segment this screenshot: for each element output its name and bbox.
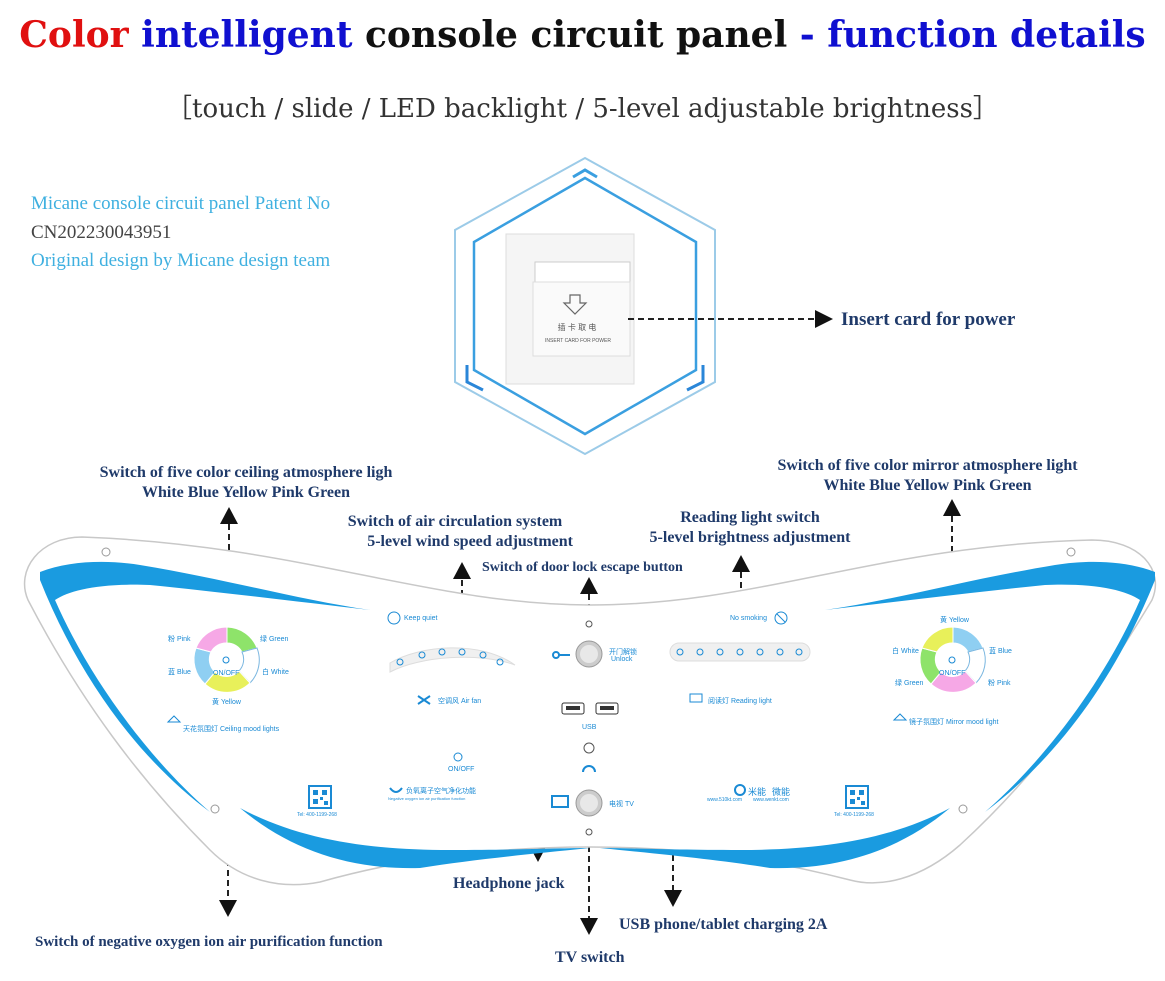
arrow-down-icon [562, 294, 588, 315]
tv-label: 电视 TV [609, 801, 634, 808]
ceiling-color-ring [193, 626, 260, 693]
mirror-onoff-label: ON/OFF [939, 670, 966, 677]
brand-name-1: 米能 [748, 787, 767, 797]
ceiling-lamp-icon [166, 715, 182, 723]
ceiling-onoff-label: ON/OFF [213, 670, 240, 677]
key-icon [552, 651, 570, 659]
door-lock-callout: Switch of door lock escape button [482, 560, 683, 575]
book-icon [689, 693, 703, 703]
mirror-lamp-icon [892, 713, 908, 721]
ceiling-blue-label: 蓝 Blue [168, 669, 191, 676]
tv-switch-callout: TV switch [555, 949, 625, 966]
qr-code-left [308, 785, 332, 809]
headphone-jack [583, 742, 595, 754]
headphone-icon [582, 765, 596, 773]
page-subtitle: ［touch / slide / LED backlight / 5-level… [166, 94, 999, 124]
reading-light-slider [669, 642, 811, 662]
ceiling-white-label: 白 White [262, 669, 289, 676]
no-smoking-icon [774, 611, 788, 625]
air-fan-label: 空调风 Air fan [438, 698, 482, 705]
no-smoking-label: No smoking [730, 615, 767, 622]
brand-name-2: 微能 [772, 787, 791, 797]
mirror-yellow-label: 黄 Yellow [940, 617, 969, 624]
usb-callout: USB phone/tablet charging 2A [619, 916, 828, 933]
brand-logo-icon [734, 784, 746, 796]
keep-quiet-label: Keep quiet [404, 615, 438, 622]
title-color-word: Color [19, 14, 129, 56]
usb-label: USB [582, 724, 597, 731]
oxygen-callout: Switch of negative oxygen ion air purifi… [35, 934, 383, 950]
patent-number: CN202230043951 [31, 222, 172, 243]
mirror-blue-label: 蓝 Blue [989, 648, 1012, 655]
fan-icon [417, 695, 431, 705]
patent-line-3: Original design by Micane design team [31, 250, 331, 271]
mirror-pink-label: 粉 Pink [988, 680, 1011, 687]
tv-icon [551, 795, 569, 808]
air-fan-slider [389, 647, 516, 673]
oxygen-power-icon [453, 752, 463, 762]
ceiling-pink-label: 粉 Pink [168, 636, 191, 643]
ceiling-yellow-label: 黄 Yellow [212, 699, 241, 706]
brand-site-2: www.wenkt.com [753, 797, 789, 803]
title-intelligent-word: intelligent [141, 14, 353, 56]
patent-line-1: Micane console circuit panel Patent No [31, 193, 331, 214]
svg-text:插 卡 取 电: 插 卡 取 电 [558, 322, 597, 332]
keep-quiet-icon [387, 611, 401, 625]
unlock-cn-label: 开门解锁 [609, 649, 637, 656]
title-panel-words: console circuit panel [365, 14, 788, 56]
unlock-en-label: Unlock [611, 656, 633, 663]
mirror-white-label: 白 White [892, 648, 919, 655]
svg-text:INSERT CARD FOR POWER: INSERT CARD FOR POWER [545, 338, 611, 344]
ceiling-mood-label: 天花氛围灯 Ceiling mood lights [183, 726, 280, 733]
brand-site-1: www.510kt.com [707, 797, 743, 803]
leaf-icon [389, 787, 403, 793]
qr-code-right [845, 785, 869, 809]
card-switch-figure: 插 卡 取 电 INSERT CARD FOR POWER [454, 156, 716, 456]
mirror-color-ring [919, 626, 986, 693]
tel-left: Tel: 400-1199-268 [297, 812, 337, 818]
mirror-mood-label: 镜子氛围灯 Mirror mood light [909, 719, 999, 726]
oxygen-cn-label: 负氧离子空气净化功能 [406, 788, 476, 795]
chevron-up-icon [572, 168, 598, 179]
ceiling-green-label: 绿 Green [260, 636, 289, 643]
oxygen-en-label: Negative oxygen ion air purification fun… [388, 796, 466, 801]
page-title: Color intelligent console circuit panel … [0, 14, 1165, 56]
tel-right: Tel: 400-1199-268 [834, 812, 874, 818]
insert-card-callout: Insert card for power [841, 309, 1016, 330]
mirror-green-label: 绿 Green [895, 680, 924, 687]
oxygen-onoff-label: ON/OFF [448, 766, 475, 773]
title-function-words: - function details [799, 14, 1146, 56]
reading-light-label: 阅读灯 Reading light [708, 698, 772, 705]
mirror-callout: Switch of five color mirror atmosphere l… [777, 457, 1078, 494]
ceiling-callout: Switch of five color ceiling atmosphere … [99, 464, 393, 501]
headphone-callout: Headphone jack [453, 875, 565, 892]
